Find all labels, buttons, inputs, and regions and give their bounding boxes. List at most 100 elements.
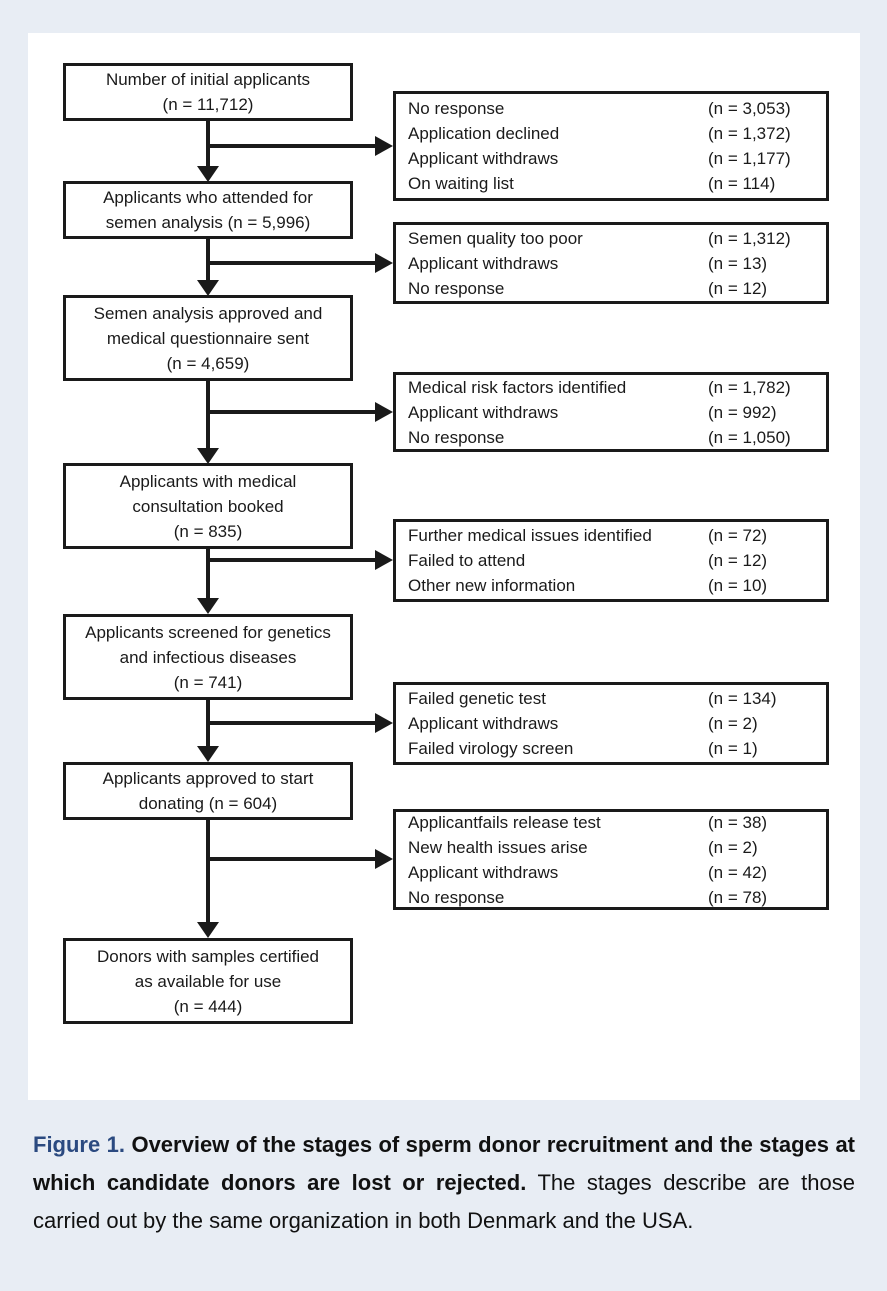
loss-row: Failed genetic test (n = 134): [396, 686, 826, 711]
arrowhead-right-icon: [375, 713, 393, 733]
loss-row: No response (n = 1,050): [396, 425, 826, 450]
loss-reason-label: Other new information: [408, 576, 576, 595]
loss-box-stage-4: Further medical issues identified (n = 7…: [393, 519, 829, 602]
arrowhead-down-icon: [197, 448, 219, 464]
loss-count: (n = 72): [708, 526, 768, 545]
loss-count: (n = 12): [708, 551, 768, 570]
loss-reason-label: Applicantfails release test: [408, 812, 601, 832]
loss-count: (n = 2): [708, 714, 758, 733]
arrow-branch-line: [208, 558, 375, 562]
loss-reason-label: Applicant withdraws: [408, 253, 559, 273]
flow-box-text: Applicants who attended for semen analys…: [103, 188, 313, 232]
arrow-down-line: [206, 239, 210, 280]
flow-box-text: Number of initial applicants (n = 11,712…: [105, 70, 311, 114]
arrowhead-right-icon: [375, 402, 393, 422]
loss-row: Applicant withdraws (n = 1,177): [396, 146, 826, 171]
loss-reason-label: No response: [408, 887, 505, 907]
arrow-branch-line: [208, 857, 375, 861]
loss-reason-label: Failed genetic test: [408, 689, 546, 708]
loss-count: (n = 114): [708, 174, 776, 193]
figure-caption-body: The stages describe are those carried ou…: [33, 1170, 855, 1233]
loss-reason-label: No response: [408, 99, 505, 118]
arrowhead-right-icon: [375, 136, 393, 156]
loss-reason-label: Application declined: [408, 124, 560, 143]
arrow-down-line: [206, 381, 210, 448]
loss-count: (n = 10): [708, 576, 768, 595]
loss-box-stage-6: Applicantfails release test (n = 38) New…: [393, 809, 829, 910]
loss-row: Applicant withdraws (n = 2): [396, 711, 826, 736]
figure-panel: Number of initial applicants (n = 11,712…: [28, 33, 860, 1100]
flow-box-screened-genetics: Applicants screened for genetics and inf…: [63, 614, 353, 700]
loss-box-stage-2: Semen quality too poor (n = 1,312) Appli…: [393, 222, 829, 304]
loss-count: (n = 78): [708, 887, 768, 907]
loss-count: (n = 1,782): [708, 377, 791, 397]
loss-count: (n = 2): [708, 837, 758, 857]
loss-count: (n = 13): [708, 253, 768, 273]
loss-count: (n = 992): [708, 402, 777, 422]
loss-reason-label: No response: [408, 278, 505, 298]
loss-count: (n = 1,372): [708, 124, 791, 143]
figure-caption-label: Figure 1.: [33, 1132, 126, 1157]
loss-reason-label: Applicant withdraws: [408, 402, 559, 422]
arrowhead-down-icon: [197, 166, 219, 182]
loss-count: (n = 134): [708, 689, 777, 708]
loss-row: Applicant withdraws (n = 992): [396, 400, 826, 425]
flow-box-approved-to-donate: Applicants approved to start donating (n…: [63, 762, 353, 820]
loss-reason-label: Applicant withdraws: [408, 149, 559, 168]
arrowhead-down-icon: [197, 746, 219, 762]
arrowhead-right-icon: [375, 550, 393, 570]
loss-reason-label: Further medical issues identified: [408, 526, 652, 545]
loss-row: Semen quality too poor (n = 1,312): [396, 226, 826, 251]
arrow-branch-line: [208, 144, 375, 148]
loss-count: (n = 1,050): [708, 427, 791, 447]
arrowhead-right-icon: [375, 253, 393, 273]
loss-count: (n = 1,312): [708, 228, 791, 248]
loss-row: Applicant withdraws (n = 13): [396, 251, 826, 276]
loss-reason-label: New health issues arise: [408, 837, 588, 857]
loss-reason-label: Semen quality too poor: [408, 228, 583, 248]
flow-box-text: Applicants approved to start donating (n…: [102, 769, 314, 813]
loss-row: No response (n = 78): [396, 885, 826, 910]
loss-row: Other new information (n = 10): [396, 573, 826, 598]
loss-row: On waiting list (n = 114): [396, 171, 826, 196]
loss-count: (n = 38): [708, 812, 768, 832]
arrow-branch-line: [208, 721, 375, 725]
flow-box-initial-applicants: Number of initial applicants (n = 11,712…: [63, 63, 353, 121]
loss-reason-label: On waiting list: [408, 174, 514, 193]
loss-row: Applicantfails release test (n = 38): [396, 810, 826, 835]
figure-caption: Figure 1. Overview of the stages of sper…: [33, 1126, 855, 1240]
flow-box-text: Donors with samples certified as availab…: [96, 946, 320, 1016]
loss-count: (n = 1): [708, 739, 758, 758]
loss-box-stage-1: No response (n = 3,053) Application decl…: [393, 91, 829, 201]
loss-reason-label: Applicant withdraws: [408, 862, 559, 882]
arrow-down-line: [206, 549, 210, 599]
loss-row: Failed to attend (n = 12): [396, 548, 826, 573]
flow-box-text: Semen analysis approved and medical ques…: [93, 303, 323, 373]
loss-reason-label: Failed to attend: [408, 551, 526, 570]
loss-row: Medical risk factors identified (n = 1,7…: [396, 375, 826, 400]
loss-count: (n = 3,053): [708, 99, 791, 118]
loss-row: Applicant withdraws (n = 42): [396, 860, 826, 885]
loss-reason-label: Applicant withdraws: [408, 714, 559, 733]
arrowhead-down-icon: [197, 280, 219, 296]
loss-count: (n = 42): [708, 862, 768, 882]
arrowhead-down-icon: [197, 922, 219, 938]
arrow-down-line: [206, 820, 210, 923]
loss-reason-label: Medical risk factors identified: [408, 377, 627, 397]
flow-box-attended-semen-analysis: Applicants who attended for semen analys…: [63, 181, 353, 239]
figure-caption-title: Overview of the stages of sperm donor re…: [33, 1132, 856, 1195]
loss-row: Application declined (n = 1,372): [396, 121, 826, 146]
loss-row: New health issues arise (n = 2): [396, 835, 826, 860]
arrow-branch-line: [208, 410, 375, 414]
arrowhead-right-icon: [375, 849, 393, 869]
loss-count: (n = 1,177): [708, 149, 791, 168]
arrow-branch-line: [208, 261, 375, 265]
loss-row: Further medical issues identified (n = 7…: [396, 523, 826, 548]
loss-row: Failed virology screen (n = 1): [396, 736, 826, 761]
flow-box-text: Applicants screened for genetics and inf…: [85, 622, 331, 692]
flow-box-text: Applicants with medical consultation boo…: [119, 471, 297, 541]
loss-row: No response (n = 12): [396, 276, 826, 301]
arrow-down-line: [206, 121, 210, 166]
arrowhead-down-icon: [197, 598, 219, 614]
loss-row: No response (n = 3,053): [396, 96, 826, 121]
